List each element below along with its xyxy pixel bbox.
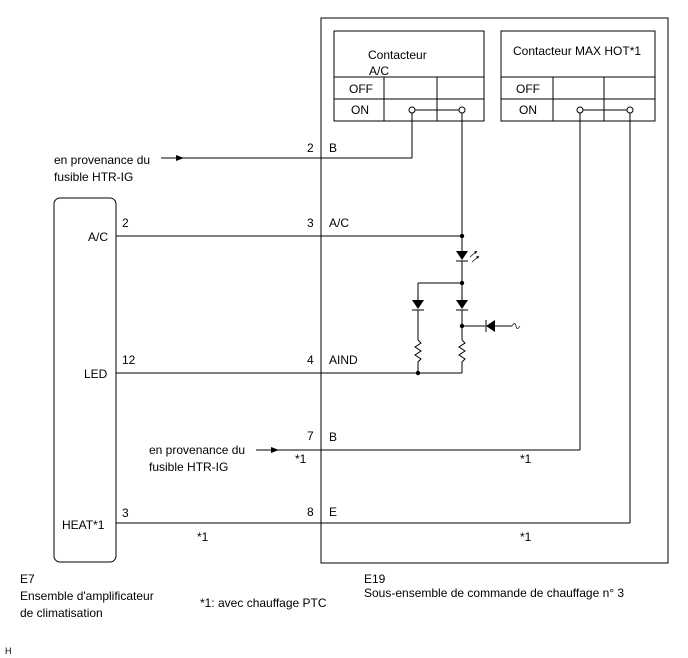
- maxhot-switch-on-label: ON: [519, 103, 537, 117]
- e7-pin-num-led: 12: [122, 353, 136, 367]
- e19-pin-7-label: B: [329, 430, 337, 444]
- maxhot-switch-title: Contacteur MAX HOT*1: [513, 44, 641, 58]
- photodiode-sensor: [462, 320, 521, 332]
- e7-pin-num-heat: 3: [122, 506, 129, 520]
- ptc-mark: *1: [197, 530, 209, 544]
- e19-name: Sous-ensemble de commande de chauffage n…: [364, 586, 624, 600]
- e7-name-line2: de climatisation: [20, 606, 103, 620]
- e19-pin-4-num: 4: [307, 353, 314, 367]
- ac-switch-off-label: OFF: [349, 82, 373, 96]
- svg-text:fusible HTR-IG: fusible HTR-IG: [149, 460, 228, 474]
- ptc-note: *1: avec chauffage PTC: [200, 596, 327, 610]
- fuse-feed-top: en provenance du fusible HTR-IG: [54, 113, 413, 184]
- maxhot-switch-off-label: OFF: [516, 82, 540, 96]
- ac-switch-on-label: ON: [351, 103, 369, 117]
- maxhot-switch-box: Contacteur MAX HOT*1 OFF ON: [500, 30, 656, 122]
- corner-label: H: [5, 646, 12, 656]
- e19-pin-7-num: 7: [307, 429, 314, 443]
- e7-module-outline: [53, 197, 117, 563]
- e7-name-line1: Ensemble d'amplificateur: [20, 589, 154, 603]
- e19-code: E19: [364, 572, 386, 586]
- e19-pin-4-label: AIND: [329, 353, 358, 367]
- ptc-mark: *1: [520, 530, 532, 544]
- diode-left: [412, 283, 424, 340]
- ac-switch-subtitle: A/C: [369, 64, 389, 78]
- e7-pin-ac: A/C: [88, 230, 108, 244]
- svg-text:en provenance du: en provenance du: [54, 153, 150, 167]
- e19-pin-3-num: 3: [307, 216, 314, 230]
- ptc-mark: *1: [520, 452, 532, 466]
- e19-pin-2-num: 2: [307, 141, 314, 155]
- e19-module-outline: [320, 17, 669, 564]
- ac-switch-box: Contacteur A/C OFF ON: [333, 30, 485, 122]
- resistor-right: [458, 339, 466, 373]
- ac-switch-title: Contacteur: [368, 48, 427, 62]
- e19-pin-3-label: A/C: [329, 216, 349, 230]
- svg-text:en provenance du: en provenance du: [149, 443, 245, 457]
- ptc-mark: *1: [295, 452, 307, 466]
- fuse-feed-mid: en provenance du fusible HTR-IG: [149, 443, 580, 474]
- e19-pin-8-num: 8: [307, 505, 314, 519]
- e19-pin-2-label: B: [329, 141, 337, 155]
- resistor-left: [414, 339, 422, 373]
- indicator-led: [456, 236, 480, 286]
- e7-pin-heat: HEAT*1: [62, 518, 105, 532]
- e7-pin-num-ac: 2: [122, 216, 129, 230]
- e7-code: E7: [20, 572, 35, 586]
- diode-right: [456, 283, 468, 340]
- e7-pin-led: LED: [84, 367, 108, 381]
- svg-text:fusible HTR-IG: fusible HTR-IG: [54, 170, 133, 184]
- e19-pin-8-label: E: [329, 505, 337, 519]
